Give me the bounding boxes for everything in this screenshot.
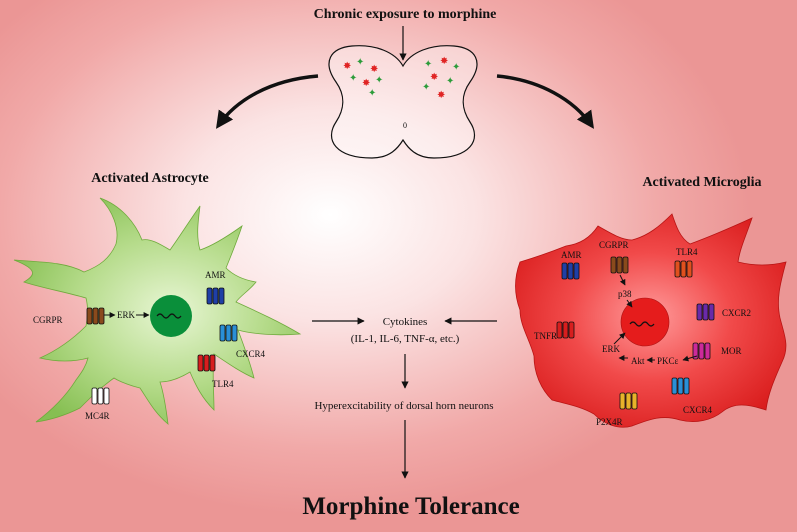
microglia-amr-icon	[561, 262, 580, 280]
svg-text:✦: ✦	[375, 75, 383, 86]
microglia-cgrpr-icon	[610, 256, 629, 274]
microglia-tnfr-label: TNFR	[534, 331, 557, 341]
title: Chronic exposure to morphine	[314, 7, 497, 22]
glia-markers: ✸ ✦ ✸ ✦ ✸ ✦ ✦ ✦ ✸ ✦ ✸ ✦ ✦ ✸	[343, 56, 460, 101]
svg-text:✸: ✸	[362, 78, 370, 89]
svg-text:✸: ✸	[343, 61, 351, 72]
astrocyte-erk-label: ERK	[117, 310, 136, 320]
svg-text:✦: ✦	[368, 88, 376, 99]
spinal-center-label: 0	[403, 121, 407, 130]
microglia-p38-label: p38	[618, 289, 632, 299]
astrocyte-nucleus	[150, 295, 192, 337]
microglia-p2x4r-label: P2X4R	[596, 417, 623, 427]
astrocyte-cxcr4-label: CXCR4	[236, 349, 266, 359]
microglia-cxcr2-label: CXCR2	[722, 308, 751, 318]
microglia-pkce-label: PKCε	[657, 356, 679, 366]
result-title: Morphine Tolerance	[302, 493, 519, 520]
svg-text:✦: ✦	[446, 76, 454, 87]
astrocyte-cxcr4-icon	[219, 324, 238, 342]
svg-text:✸: ✸	[430, 72, 438, 83]
astrocyte-dna-icon	[156, 313, 182, 319]
microglia-p38-arrow	[626, 299, 633, 308]
astrocyte-mc4r-label: MC4R	[85, 411, 110, 421]
microglia-dna-icon	[629, 321, 655, 327]
microglia-cgrpr-label: CGRPR	[599, 240, 629, 250]
microglia-tlr4-label: TLR4	[676, 247, 698, 257]
microglia-p2x4r-icon	[619, 392, 638, 410]
microglia-amr-label: AMR	[561, 250, 582, 260]
spinal-cord-section	[328, 45, 478, 159]
microglia-erk-label: ERK	[602, 344, 621, 354]
svg-text:✸: ✸	[440, 56, 448, 67]
astrocyte-tlr4-label: TLR4	[212, 379, 234, 389]
microglia-tlr4-icon	[674, 260, 693, 278]
astrocyte-amr-label: AMR	[205, 270, 226, 280]
microglia-tnfr-icon	[556, 321, 575, 339]
svg-text:✦: ✦	[356, 57, 364, 68]
microglia-cxcr4-icon	[671, 377, 690, 395]
astrocyte-cgrpr-label: CGRPR	[33, 315, 63, 325]
microglia-cxcr4-label: CXCR4	[683, 405, 713, 415]
microglia-cxcr2-icon	[696, 303, 715, 321]
microglia-akt-label: Akt	[631, 356, 645, 366]
astrocyte-title: Activated Astrocyte	[91, 171, 209, 186]
svg-text:✸: ✸	[370, 64, 378, 75]
astrocyte-amr-icon	[206, 287, 225, 305]
hyperexcitability-label: Hyperexcitability of dorsal horn neurons	[314, 400, 493, 412]
svg-text:✦: ✦	[349, 73, 357, 84]
microglia-cgrpr-arrow	[619, 274, 626, 286]
arrow-to-microglia	[496, 74, 594, 129]
astrocyte-mc4r-icon	[91, 387, 110, 405]
svg-text:✦: ✦	[452, 62, 460, 73]
astrocyte-cgrpr-icon	[86, 307, 105, 325]
svg-text:✦: ✦	[424, 59, 432, 70]
astrocyte-tlr4-icon	[197, 354, 216, 372]
arrow-to-astrocyte	[216, 74, 319, 129]
microglia-mor-arrow	[682, 355, 698, 362]
cytokines-list: (IL-1, IL-6, TNF-α, etc.)	[351, 333, 460, 345]
microglia-erk-arrow	[613, 332, 626, 345]
svg-text:✸: ✸	[437, 90, 445, 101]
microglia-mor-label: MOR	[721, 346, 742, 356]
microglia-title: Activated Microglia	[642, 175, 761, 190]
svg-text:✦: ✦	[422, 82, 430, 93]
cytokines-label: Cytokines	[383, 316, 428, 328]
